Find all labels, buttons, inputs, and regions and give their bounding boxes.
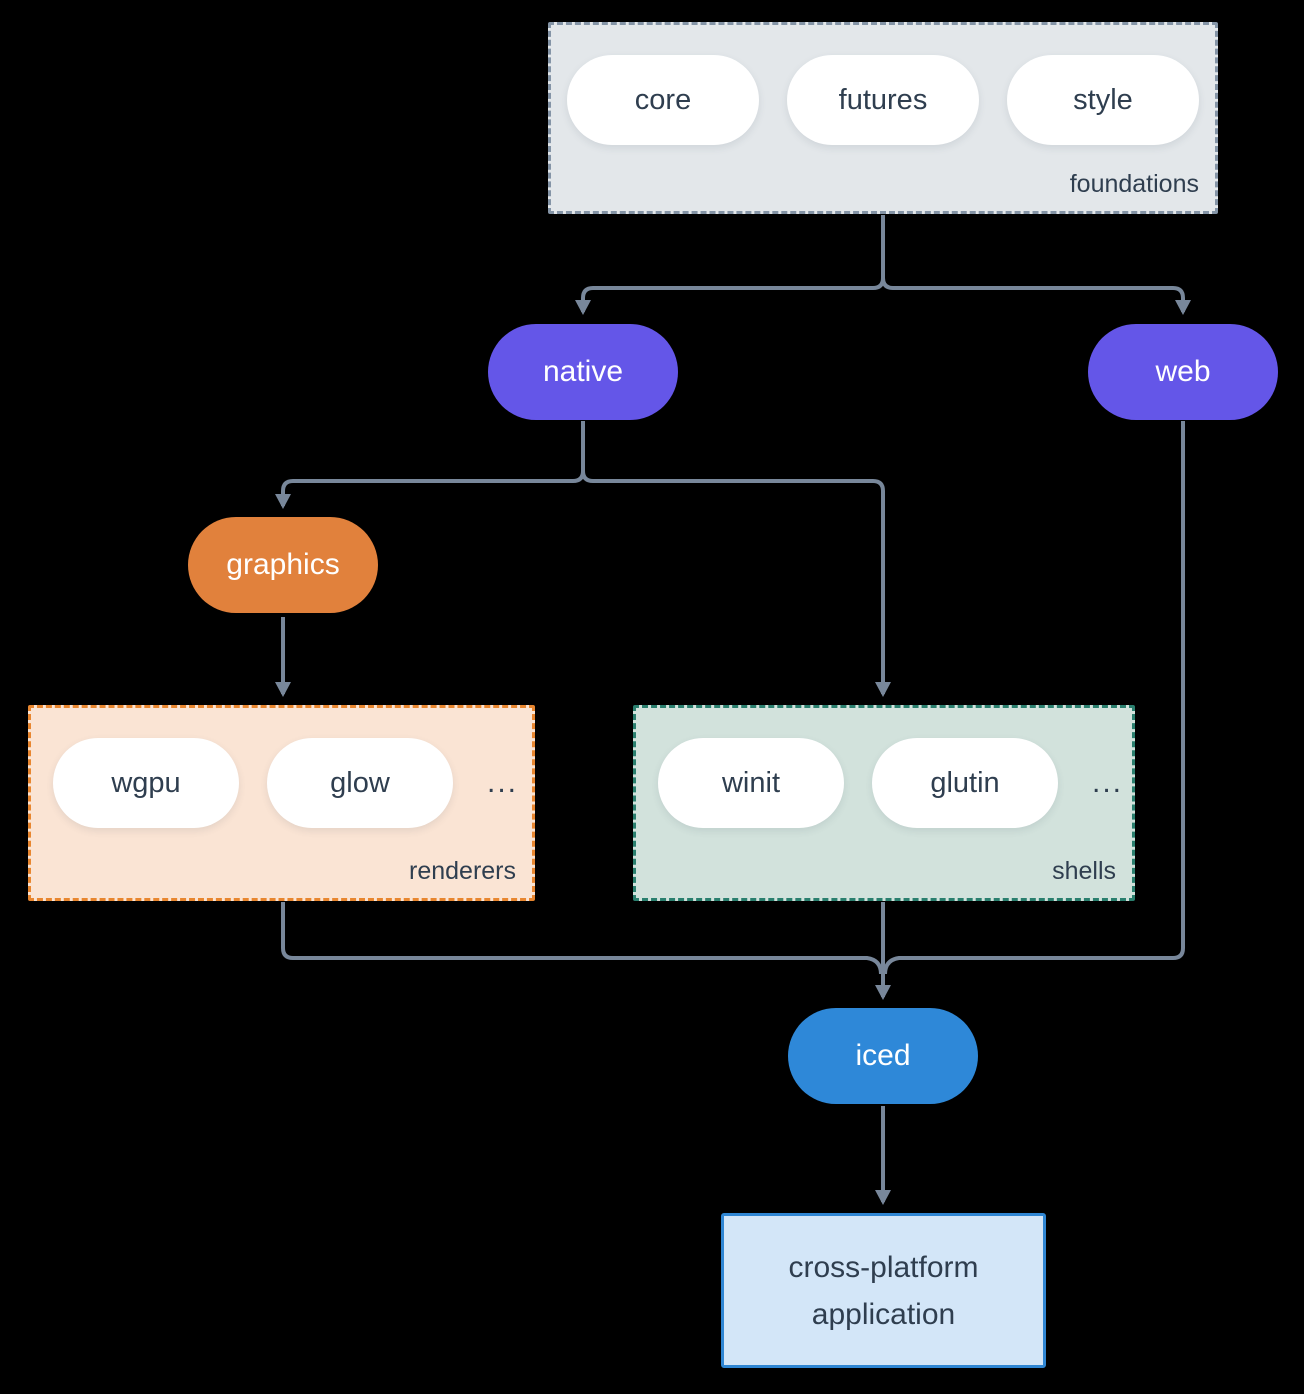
foundations-pill-row: core futures style [551,55,1215,145]
application-label-line2: application [811,1297,956,1331]
application-label-line1: cross-platform [788,1250,979,1284]
node-web: web [1088,324,1278,420]
renderers-group: wgpu glow ... renderers [28,705,535,901]
crate-glutin: glutin [872,738,1058,828]
crate-glow: glow [267,738,453,828]
renderers-pill-row: wgpu glow ... [31,738,532,828]
node-iced: iced [788,1008,978,1104]
shells-label: shells [1052,857,1116,885]
crate-style: style [1007,55,1199,145]
edge-foundations-native [575,215,885,315]
foundations-label: foundations [1069,170,1199,198]
edge-native-shells [581,421,891,697]
crate-core: core [567,55,759,145]
shells-group: winit glutin ... shells [633,705,1135,901]
edge-renderers-merge [281,902,883,975]
edge-native-graphics [275,421,585,509]
node-graphics: graphics [188,517,378,613]
shells-pill-row: winit glutin ... [636,738,1132,828]
crate-winit: winit [658,738,844,828]
crate-futures: futures [787,55,979,145]
shells-ellipsis: ... [1092,766,1124,799]
renderers-ellipsis: ... [487,766,519,799]
foundations-group: core futures style foundations [548,22,1218,214]
edge-foundations-web [881,215,1191,315]
renderers-label: renderers [409,857,516,885]
crate-wgpu: wgpu [53,738,239,828]
node-native: native [488,324,678,420]
application-box: cross-platform application [721,1213,1046,1368]
